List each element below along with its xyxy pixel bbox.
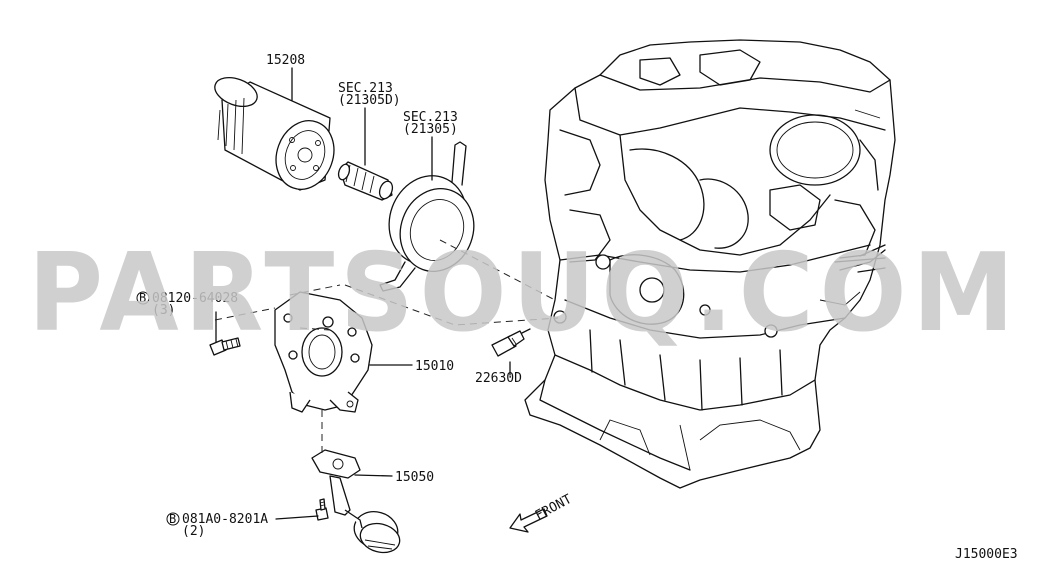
- label-bolt-b-qty: (2): [182, 524, 205, 539]
- bolt-marker-a: B: [136, 291, 150, 305]
- label-oil-filter: 15208: [266, 53, 305, 68]
- label-sec213-b-title: SEC.213: [403, 110, 458, 125]
- engine-block-drawing: [524, 39, 896, 489]
- label-bolt-a-code: 08120-64028: [152, 291, 238, 306]
- alignment-dashed-lines: [214, 239, 559, 455]
- oil-pump-drawing: [274, 291, 373, 413]
- bolt-081A0-drawing: [315, 498, 329, 521]
- label-sensor: 22630D: [475, 371, 522, 386]
- leader-lines: [215, 67, 886, 520]
- bolt-08120-drawing: [209, 337, 241, 356]
- oil-cooler-connector-drawing: [337, 161, 394, 201]
- watermark: PARTSOUQ.COM: [28, 231, 1020, 356]
- bolt-marker-a-letter: B: [139, 291, 146, 305]
- label-bolt-b-code: 081A0-8201A: [182, 512, 268, 527]
- oil-pressure-sensor-drawing: [491, 328, 531, 357]
- bolt-marker-b: B: [166, 512, 180, 526]
- oil-strainer-drawing: [311, 449, 401, 554]
- bolt-marker-b-letter: B: [169, 512, 176, 526]
- oil-filter-drawing: [214, 77, 335, 191]
- oil-cooler-drawing: [379, 141, 475, 292]
- label-strainer: 15050: [395, 470, 434, 485]
- label-sec213-a-title: SEC.213: [338, 81, 393, 96]
- label-sec213-a-code: (21305D): [338, 93, 401, 108]
- label-front: FRONT: [533, 492, 575, 524]
- label-bolt-a-qty: (3): [152, 303, 175, 318]
- front-arrow-icon: [509, 508, 548, 533]
- label-oil-pump: 15010: [415, 359, 454, 374]
- label-sec213-b-code: (21305): [403, 122, 458, 137]
- diagram-id: J15000E3: [955, 547, 1018, 562]
